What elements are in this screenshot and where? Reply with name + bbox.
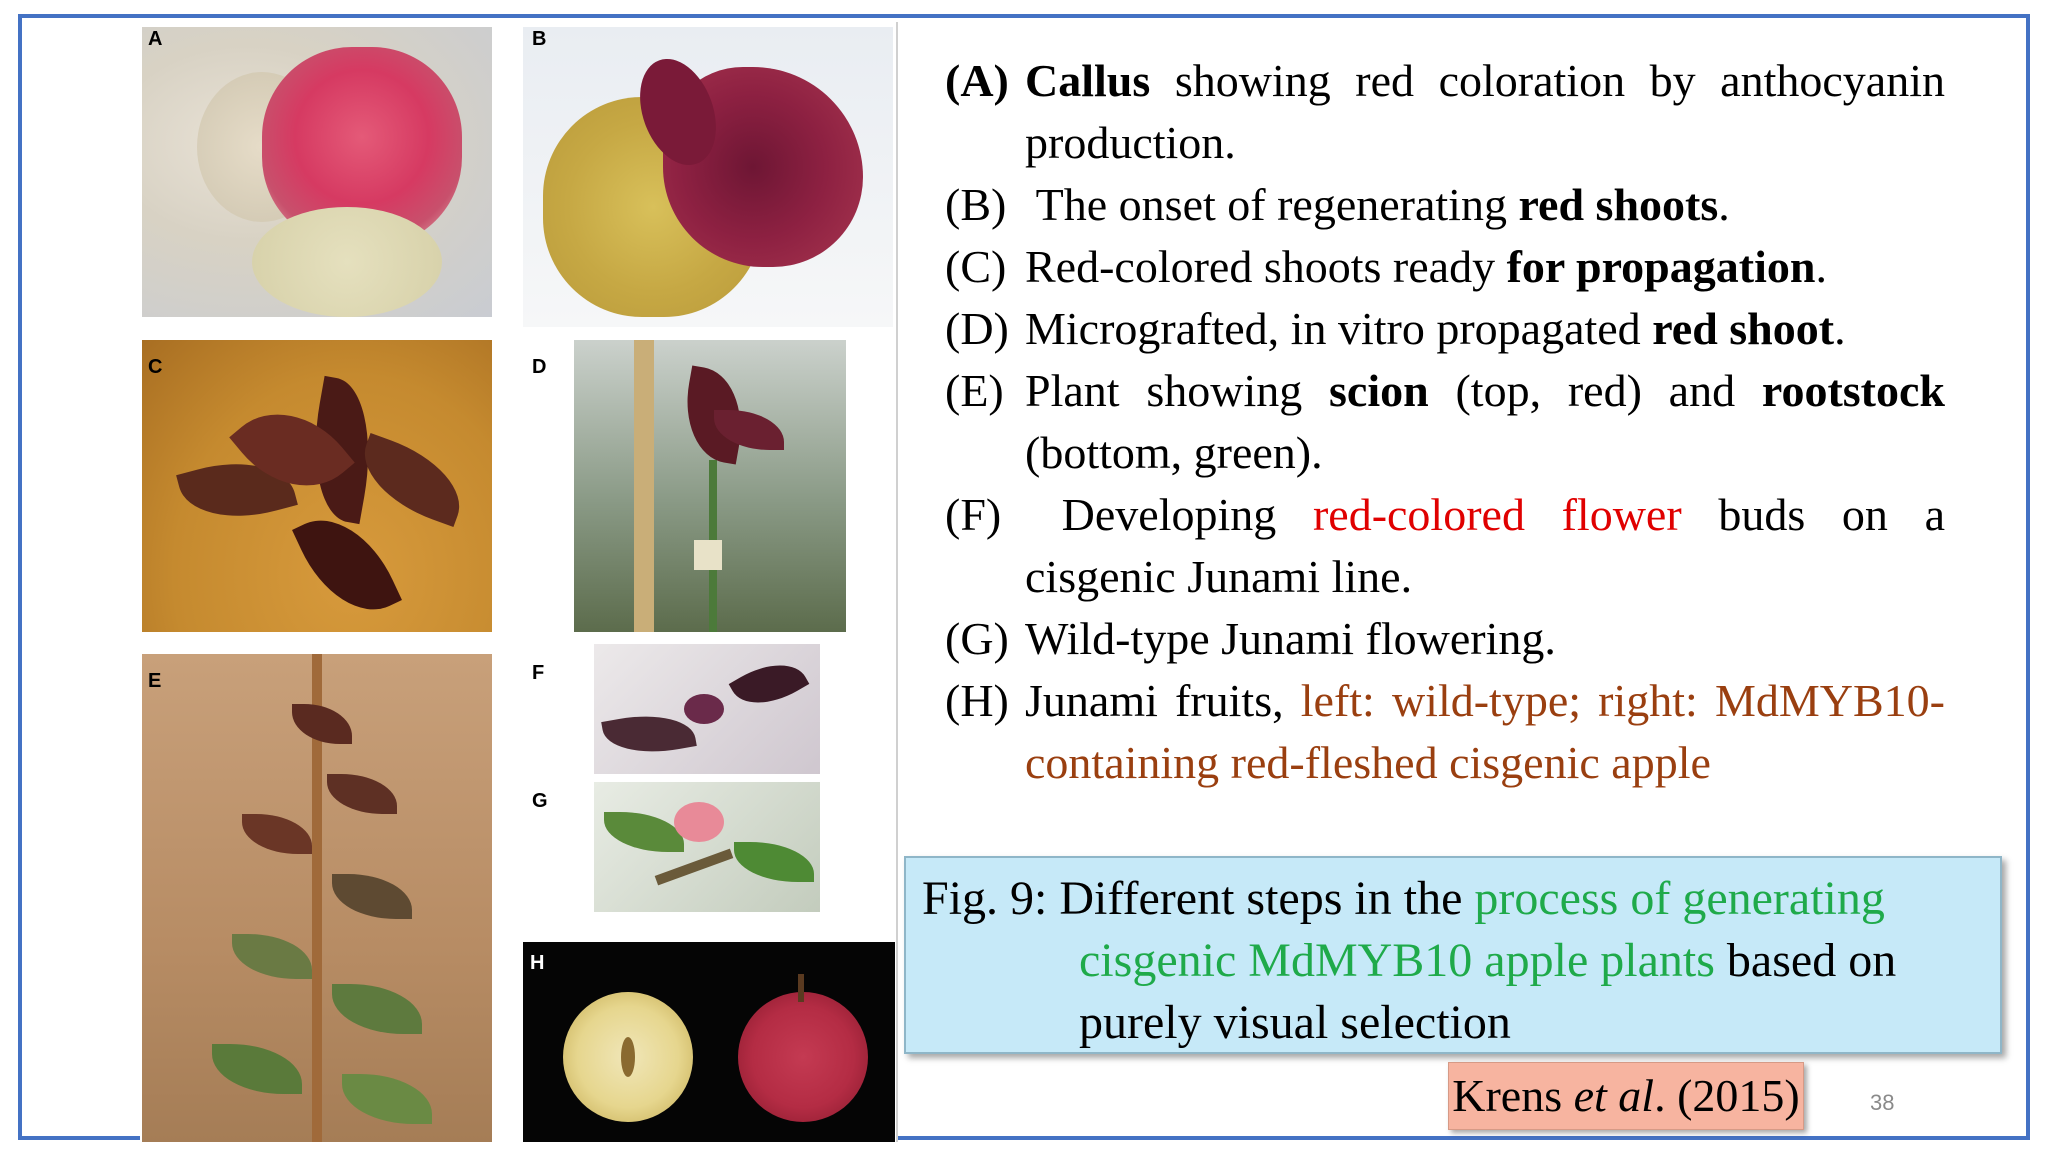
figure-caption: Fig. 9: Different steps in the process o… [904, 856, 2002, 1054]
panel-label-c: C [148, 356, 163, 378]
panel-label-g: G [532, 790, 548, 812]
wild-type-apple [563, 992, 693, 1122]
caption-line-3: purely visual selection [1079, 996, 1511, 1049]
photo-red-shoots-onset [523, 27, 893, 327]
panel-label-e: E [148, 670, 162, 692]
figure-collage: A B C D E F [140, 22, 898, 1142]
panel-label-f: F [532, 662, 545, 684]
photo-red-flower-buds [594, 644, 820, 774]
legend-item-g: (G) Wild-type Junami flowering. [945, 613, 1556, 664]
panel-label-h: H [530, 952, 545, 974]
page-number: 38 [1870, 1090, 1895, 1115]
legend-item-h: (H) Junami fruits, left: wild-type; righ… [945, 675, 1945, 788]
photo-junami-fruits [523, 942, 895, 1142]
panel-label-d: D [532, 356, 547, 378]
panel-label-b: B [532, 28, 547, 50]
caption-line-1: Fig. 9: Different steps in the process o… [922, 872, 1885, 925]
photo-callus [142, 27, 492, 317]
citation-box: Krens et al. (2015) [1448, 1062, 1804, 1130]
photo-red-shoots-propagation [142, 340, 492, 632]
figure-legend-list: (A) Callus showing red coloration by ant… [945, 50, 1945, 794]
cisgenic-red-apple [738, 974, 868, 1122]
legend-item-a: (A) Callus showing red coloration by ant… [945, 55, 1945, 168]
legend-item-c: (C) Red-colored shoots ready for propaga… [945, 241, 1827, 292]
legend-item-f: (F) Developing red-colored flower buds o… [945, 489, 1945, 602]
legend-item-b: (B) The onset of regenerating red shoots… [945, 179, 1730, 230]
legend-item-e: (E) Plant showing scion (top, red) and r… [945, 365, 1945, 478]
legend-item-d: (D) Micrografted, in vitro propagated re… [945, 303, 1846, 354]
panel-label-a: A [148, 28, 163, 50]
photo-micrografted-shoot [574, 340, 846, 632]
photo-wild-type-flowering [594, 782, 820, 912]
caption-line-2: cisgenic MdMYB10 apple plants based on [1079, 934, 1897, 987]
photo-plant-scion-rootstock [142, 654, 492, 1142]
